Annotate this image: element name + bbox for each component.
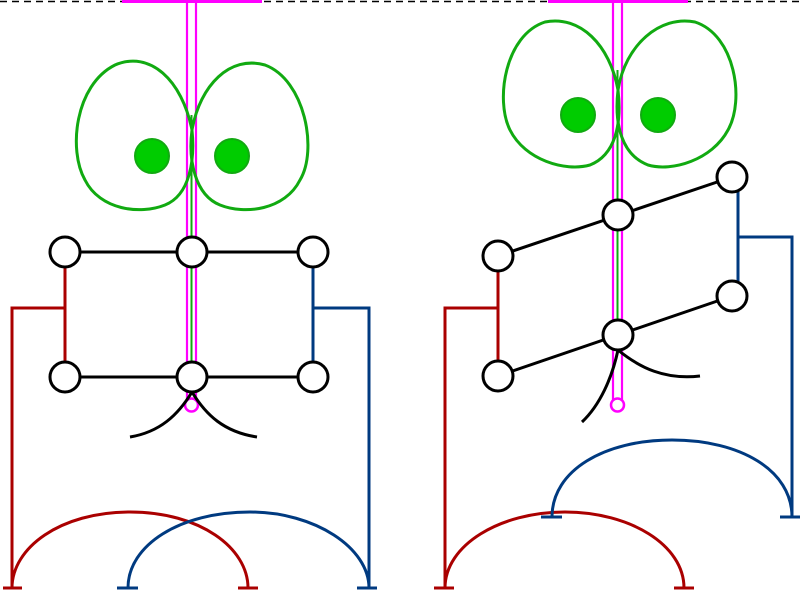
left-node-top-right [296, 235, 330, 269]
right-magenta-rod-end [609, 397, 626, 413]
right-node-bottom-center [601, 318, 635, 352]
right-black-tail-right [617, 348, 701, 379]
right-node-bottom-right [715, 279, 749, 313]
right-red-connector [434, 256, 500, 590]
right-blue-connector [736, 177, 800, 519]
left-green-loop-right [189, 61, 310, 212]
left-green-dot-right [214, 138, 250, 174]
left-black-tail-left [129, 391, 194, 439]
right-node-top-center [601, 198, 635, 232]
right-black-tail-left [580, 349, 620, 424]
left-blue-connector [311, 252, 377, 590]
left-black-tail-right [190, 391, 258, 439]
left-green-dot-left [134, 138, 170, 174]
left-red-arc [10, 510, 258, 590]
right-red-arc [443, 510, 694, 590]
left-node-bottom-right [296, 360, 330, 394]
left-green-loop-left [74, 59, 195, 212]
right-node-bottom-left [481, 359, 515, 393]
right-blue-arc [541, 438, 794, 519]
left-node-top-center [175, 235, 209, 269]
left-magenta-rod-end [183, 397, 200, 413]
left-panel [3, 0, 377, 590]
left-red-connector [3, 252, 67, 590]
right-green-dot-left [560, 97, 596, 133]
right-node-top-left [481, 239, 515, 273]
right-green-dot-right [640, 97, 676, 133]
left-node-bottom-left [48, 360, 82, 394]
right-green-loop-left [502, 19, 621, 169]
left-node-top-left [48, 235, 82, 269]
right-panel [434, 0, 800, 590]
left-node-bottom-center [175, 360, 209, 394]
right-node-top-right [715, 160, 749, 194]
right-green-loop-right [615, 19, 738, 169]
left-blue-arc [117, 510, 371, 590]
